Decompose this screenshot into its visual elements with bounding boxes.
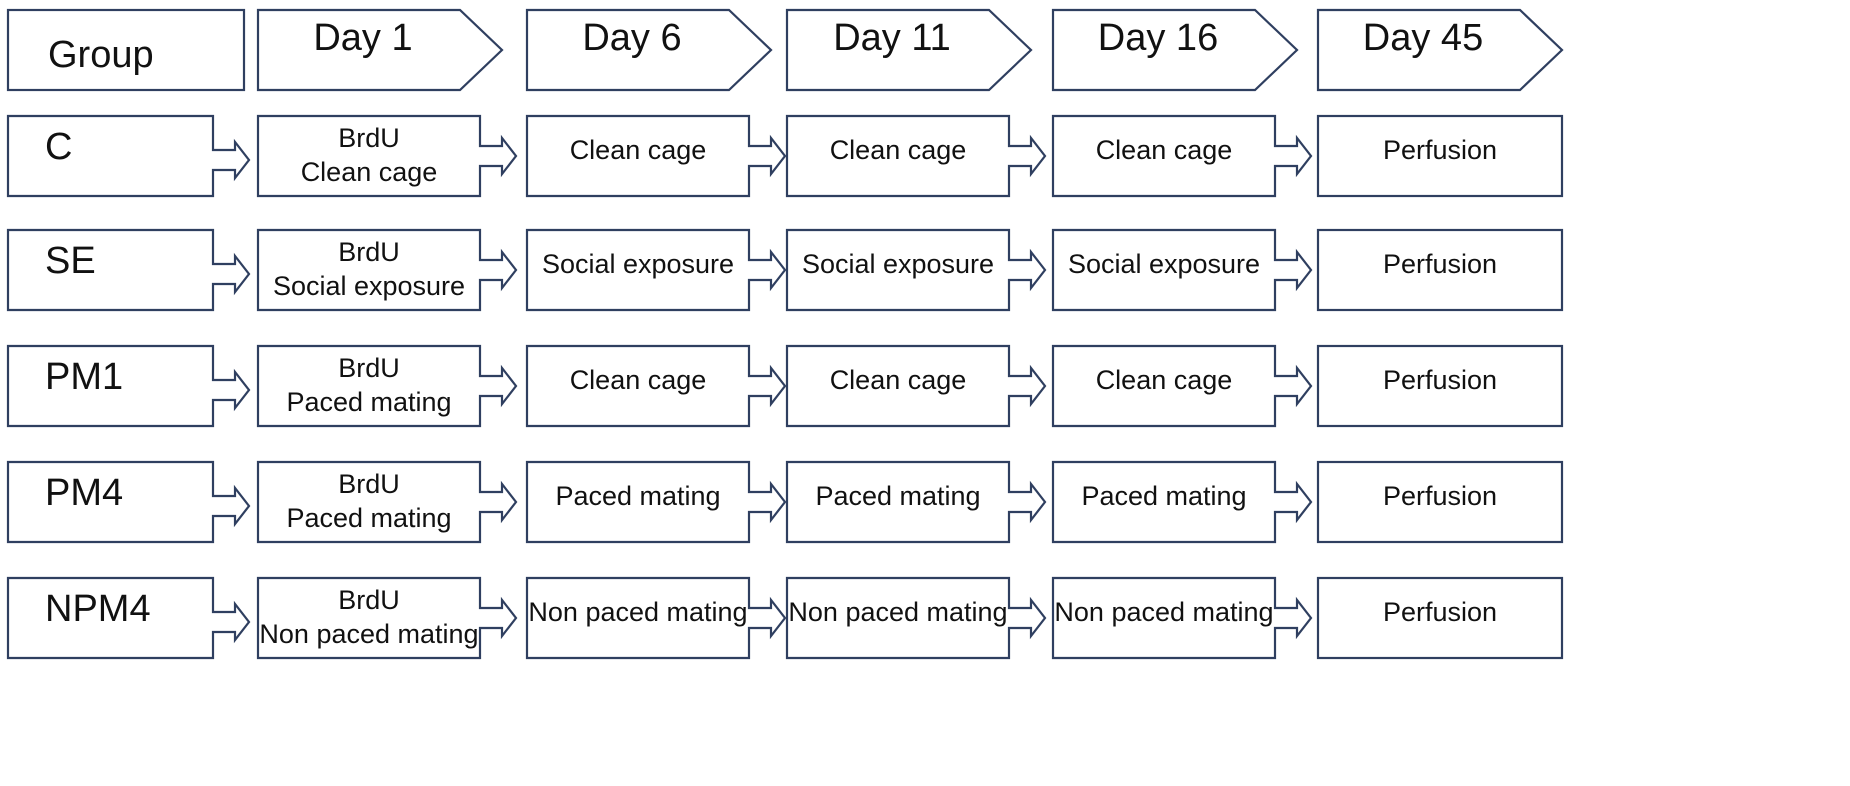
- step-label-top: BrdU: [338, 353, 400, 383]
- group-label: SE: [45, 240, 96, 282]
- step-box: [256, 460, 518, 544]
- step-box: [1051, 576, 1313, 660]
- group-box: [6, 228, 251, 312]
- group-box: [6, 344, 251, 428]
- step-label: Social exposure: [542, 249, 734, 279]
- step-box: [1316, 576, 1564, 660]
- group-label: NPM4: [45, 588, 151, 630]
- step-box: [256, 114, 518, 198]
- step-label: Perfusion: [1383, 481, 1497, 511]
- step-box: [256, 576, 518, 660]
- step-box: [1051, 114, 1313, 198]
- step-label: Perfusion: [1383, 135, 1497, 165]
- step-box: [1316, 460, 1564, 544]
- step-label: Clean cage: [570, 365, 707, 395]
- step-box: [525, 344, 787, 428]
- step-label: Social exposure: [802, 249, 994, 279]
- step-label: Paced mating: [555, 481, 720, 511]
- step-label: Clean cage: [570, 135, 707, 165]
- step-box: [785, 576, 1047, 660]
- step-label-bottom: Paced mating: [286, 503, 451, 533]
- header-day-arrow: [256, 8, 504, 92]
- step-label: Clean cage: [830, 365, 967, 395]
- step-box: [525, 576, 787, 660]
- group-label: PM1: [45, 356, 123, 398]
- step-box: [785, 460, 1047, 544]
- step-label-top: BrdU: [338, 585, 400, 615]
- step-box: [525, 228, 787, 312]
- step-box: [1051, 460, 1313, 544]
- header-day-label: Day 1: [313, 17, 412, 59]
- group-box: [6, 114, 251, 198]
- step-label: Paced mating: [815, 481, 980, 511]
- group-box: [6, 460, 251, 544]
- header-group-label: Group: [48, 34, 154, 76]
- group-label: PM4: [45, 472, 123, 514]
- step-box: [785, 228, 1047, 312]
- step-label-bottom: Paced mating: [286, 387, 451, 417]
- step-label-bottom: Social exposure: [273, 271, 465, 301]
- group-box: [6, 576, 251, 660]
- group-row: PM1 BrdU Paced mating Clean cage Clean cage C…: [6, 344, 1564, 428]
- step-box: [785, 344, 1047, 428]
- step-label: Clean cage: [1096, 135, 1233, 165]
- step-label-top: BrdU: [338, 123, 400, 153]
- step-box: [1051, 228, 1313, 312]
- header-day-label: Day 45: [1363, 17, 1483, 59]
- step-label-top: BrdU: [338, 237, 400, 267]
- step-box: [525, 114, 787, 198]
- step-label: Social exposure: [1068, 249, 1260, 279]
- header-group-box: [6, 8, 246, 92]
- header-row: Group Day 1 Day 6 Day 11 Day 16 Day 45: [6, 8, 1564, 92]
- header-day-arrow: [1316, 8, 1564, 92]
- header-day-label: Day 16: [1098, 17, 1218, 59]
- step-label: Clean cage: [1096, 365, 1233, 395]
- step-label-bottom: Non paced mating: [259, 619, 478, 649]
- step-box: [1316, 344, 1564, 428]
- step-box: [525, 460, 787, 544]
- header-day-label: Day 6: [582, 17, 681, 59]
- step-label: Non paced mating: [788, 597, 1007, 627]
- step-label: Perfusion: [1383, 597, 1497, 627]
- header-day-arrow: [525, 8, 773, 92]
- header-day-arrow: [785, 8, 1033, 92]
- step-box: [256, 228, 518, 312]
- step-label: Non paced mating: [528, 597, 747, 627]
- step-label-top: BrdU: [338, 469, 400, 499]
- step-box: [1316, 114, 1564, 198]
- step-box: [1051, 344, 1313, 428]
- step-box: [785, 114, 1047, 198]
- step-label-bottom: Clean cage: [301, 157, 438, 187]
- header-day-arrow: [1051, 8, 1299, 92]
- step-box: [256, 344, 518, 428]
- header-day-label: Day 11: [833, 17, 951, 59]
- step-label: Perfusion: [1383, 365, 1497, 395]
- step-label: Clean cage: [830, 135, 967, 165]
- step-label: Non paced mating: [1054, 597, 1273, 627]
- step-box: [1316, 228, 1564, 312]
- step-label: Paced mating: [1081, 481, 1246, 511]
- group-label: C: [45, 126, 72, 168]
- step-label: Perfusion: [1383, 249, 1497, 279]
